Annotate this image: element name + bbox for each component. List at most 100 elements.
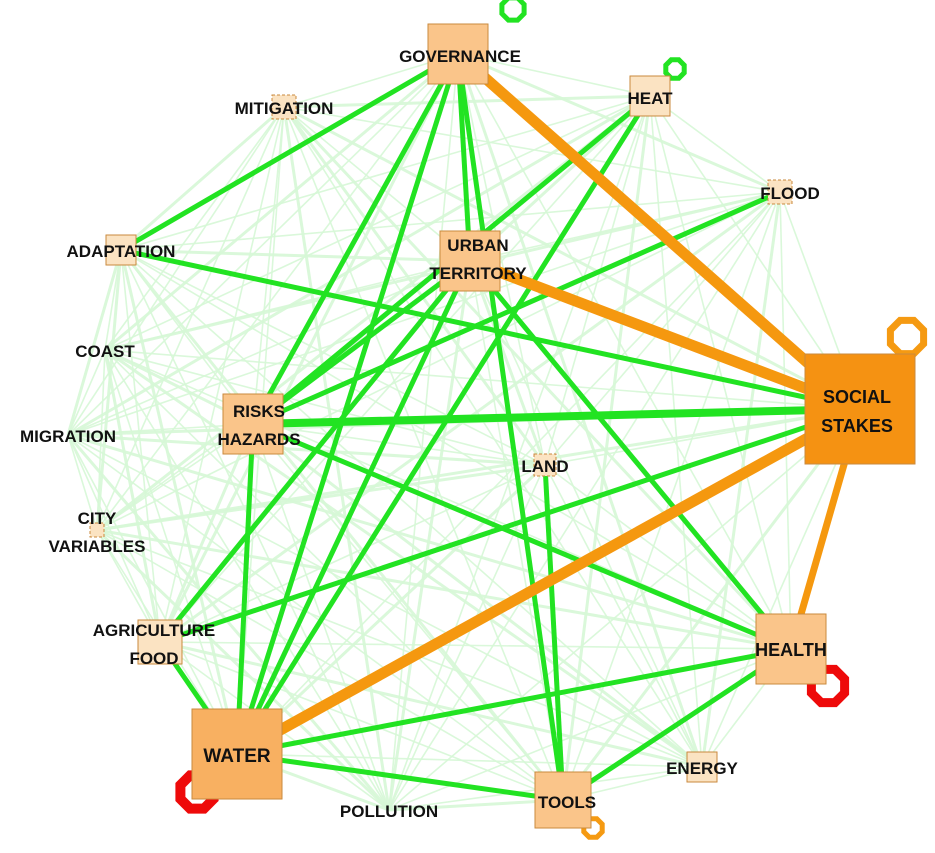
node-governance[interactable]: GOVERNANCE (399, 23, 521, 85)
faint-edge (468, 260, 547, 466)
edge-risks-water (234, 423, 256, 755)
node-label-heat: HEAT (627, 89, 673, 108)
node-health[interactable]: HEALTH (755, 613, 827, 685)
faint-edge (120, 249, 161, 643)
faint-edge (649, 95, 703, 768)
faint-edge (96, 463, 546, 532)
node-agriculture[interactable]: AGRICULTURE FOOD (93, 619, 215, 668)
node-migration[interactable]: MIGRATION (20, 427, 116, 446)
faint-edge (67, 433, 792, 651)
faint-edge (469, 260, 564, 801)
node-label-agriculture: FOOD (129, 649, 178, 668)
faint-edge (104, 349, 861, 410)
faint-edge (283, 106, 781, 193)
node-label-urban: URBAN (447, 236, 508, 255)
node-label-pollution: POLLUTION (340, 802, 438, 821)
faint-edge (282, 105, 793, 651)
edge-risks-health (252, 421, 792, 652)
node-land[interactable]: LAND (521, 453, 569, 477)
node-box-flood (767, 179, 793, 205)
node-box-water (191, 708, 283, 800)
faint-edge (67, 434, 703, 768)
node-box-tools (534, 771, 592, 829)
faint-edge (67, 434, 238, 755)
node-mitigation[interactable]: MITIGATION (235, 94, 334, 120)
faint-edge (457, 53, 546, 466)
node-label-tools: TOOLS (538, 793, 596, 812)
faint-edge (252, 423, 564, 801)
node-box-governance (427, 23, 489, 85)
faint-edge (120, 249, 390, 811)
faint-edge (104, 260, 471, 351)
node-flood[interactable]: FLOOD (760, 179, 820, 205)
node-box-energy (686, 751, 718, 783)
node-label-mitigation: MITIGATION (235, 99, 334, 118)
faint-edge (96, 407, 861, 532)
edge-water-tools (236, 751, 564, 803)
node-water[interactable]: WATER (191, 708, 283, 800)
node-label-health: HEALTH (755, 640, 827, 660)
faint-edge (159, 641, 792, 650)
edge-governance-water (234, 53, 461, 755)
edge-urban-risks (251, 259, 472, 426)
edge-governance-tools (455, 53, 566, 801)
faint-edge (103, 349, 162, 643)
node-label-migration: MIGRATION (20, 427, 116, 446)
faint-edge (67, 434, 564, 801)
edge-risks-social (252, 405, 861, 428)
node-box-health (755, 613, 827, 685)
faint-edge (67, 433, 546, 467)
node-box-risks (222, 393, 284, 455)
faint-edge (159, 95, 651, 643)
node-heat[interactable]: HEAT (627, 75, 673, 117)
faint-edge (235, 463, 547, 756)
faint-edge (96, 191, 781, 531)
edge-tools-land (542, 464, 566, 801)
node-label-coast: COAST (75, 342, 135, 361)
faint-edge (388, 408, 861, 811)
edge-urban-social (468, 255, 862, 415)
node-label-risks: RISKS (233, 402, 285, 421)
faint-edge (283, 106, 703, 768)
node-layer: GOVERNANCE HEAT MITIGATION FLOOD ADAPTATION U… (20, 23, 916, 829)
faint-edge (120, 248, 471, 263)
self-loop-heat (663, 57, 687, 81)
node-box-land (533, 453, 557, 477)
faint-edge (104, 349, 238, 755)
edge-urban-health (468, 259, 793, 651)
node-box-adaptation (105, 234, 137, 266)
node-adaptation[interactable]: ADAPTATION (67, 234, 176, 266)
faint-edge (104, 349, 546, 466)
node-label-agriculture: AGRICULTURE (93, 621, 215, 640)
faint-edge (283, 105, 861, 411)
node-label-flood: FLOOD (760, 184, 820, 203)
faint-edge (67, 434, 98, 531)
node-box-social (804, 353, 916, 465)
faint-edge (96, 528, 792, 651)
faint-edge (120, 191, 781, 251)
node-coast[interactable]: COAST (75, 342, 135, 361)
node-energy[interactable]: ENERGY (666, 751, 739, 783)
edge-governance-risks (250, 52, 461, 426)
edge-governance-adaptation (119, 51, 460, 253)
faint-edge (96, 53, 459, 531)
node-box-city (89, 522, 105, 538)
faint-edge (96, 529, 703, 768)
edge-governance-urban (455, 53, 473, 262)
faint-edge (119, 249, 239, 755)
node-pollution[interactable]: POLLUTION (340, 802, 438, 821)
faint-edge (388, 53, 459, 811)
faint-edge (159, 640, 703, 769)
faint-edge (96, 94, 651, 532)
node-label-social: SOCIAL (823, 387, 891, 407)
edge-water-health (236, 646, 792, 757)
faint-edge (469, 260, 703, 768)
node-label-adaptation: ADAPTATION (67, 242, 176, 261)
node-tools[interactable]: TOOLS (534, 771, 596, 829)
node-box-heat (629, 75, 671, 117)
